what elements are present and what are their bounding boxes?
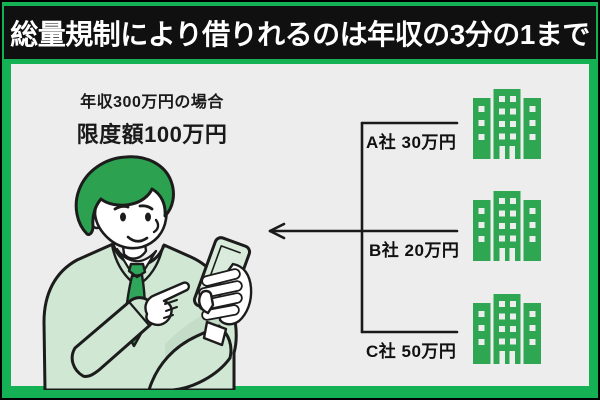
company-c-label: C社 50万円 xyxy=(366,342,457,361)
left-eye xyxy=(120,212,126,222)
hair xyxy=(74,155,175,236)
wrist xyxy=(202,320,228,347)
left-arrow-head xyxy=(268,222,286,240)
nose xyxy=(152,218,160,234)
right-eye xyxy=(145,212,151,222)
limit-example-text: 年収300万円の場合 限度額100万円 xyxy=(40,88,264,149)
eyebrows xyxy=(113,204,154,211)
company-a-label: A社 30万円 xyxy=(366,133,457,152)
mouth-smile xyxy=(126,235,149,243)
page-title: 総量規制により借りれるのは年収の3分の1まで xyxy=(10,18,590,50)
finger-lines xyxy=(163,299,178,319)
building-icon xyxy=(473,294,541,364)
building-icon xyxy=(473,89,541,159)
man-with-smartphone-illustration xyxy=(42,155,253,390)
income-condition-text: 年収300万円の場合 xyxy=(80,94,224,111)
limit-amount-text: 限度額100万円 xyxy=(76,122,228,147)
holding-arm-sleeve xyxy=(147,324,233,390)
thumb xyxy=(198,289,215,315)
building-icon xyxy=(473,191,541,261)
title-banner: 総量規制により借りれるのは年収の3分の1まで xyxy=(4,6,596,59)
company-b-label: B社 20万円 xyxy=(369,241,460,260)
sleeve-cuff-line xyxy=(128,301,150,326)
